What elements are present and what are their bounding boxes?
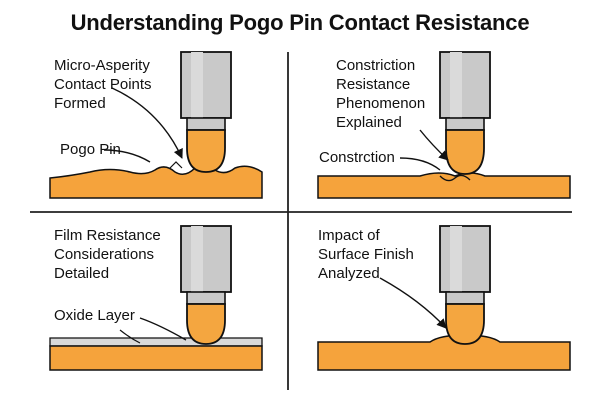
panel-bottom-left-drawing (49, 225, 263, 371)
pin-barrel (180, 225, 232, 293)
pin-barrel (439, 51, 491, 119)
pin-barrel-highlight (191, 52, 203, 118)
pin-barrel-highlight (450, 52, 462, 118)
pin-tip (186, 129, 226, 173)
pin-collar (186, 117, 226, 131)
panel-top-right-drawing (317, 51, 571, 199)
pin-collar (445, 291, 485, 305)
substrate (49, 345, 263, 371)
callout-arrow (379, 277, 447, 329)
page-title: Understanding Pogo Pin Contact Resistanc… (70, 10, 530, 35)
pin-collar (186, 291, 226, 305)
pin-barrel (180, 51, 232, 119)
pin-tip (445, 129, 485, 175)
panel-bottom-right-drawing (317, 225, 571, 371)
pin-tip (445, 303, 485, 345)
constriction-squiggle (439, 174, 471, 182)
pin-collar (445, 117, 485, 131)
heading-micro-asperity: Micro-Asperity Contact Points Formed (54, 57, 152, 112)
heading-film-resistance: Film Resistance Considerations Detailed (54, 227, 161, 282)
oxide-layer (49, 337, 263, 347)
callout-constriction: Constrction (319, 149, 395, 166)
heading-constriction-resistance: Constriction Resistance Phenomenon Expla… (336, 57, 426, 131)
callout-line (103, 149, 151, 163)
callout-arrow (419, 129, 449, 161)
rough-substrate (49, 164, 263, 199)
pin-barrel-highlight (191, 226, 203, 292)
callout-pogo-pin: Pogo Pin (60, 141, 121, 158)
callout-oxide-layer: Oxide Layer (54, 307, 135, 324)
callout-line (399, 157, 441, 171)
substrate (317, 172, 571, 199)
callout-line (139, 317, 187, 341)
substrate (317, 334, 571, 371)
callout-line-oxide (119, 329, 141, 344)
heading-surface-finish: Impact of Surface Finish Analyzed (318, 227, 414, 282)
pin-barrel-highlight (450, 226, 462, 292)
pin-barrel (439, 225, 491, 293)
callout-arrow (111, 87, 183, 159)
panel-top-left-drawing (49, 51, 263, 199)
pin-tip (186, 303, 226, 345)
